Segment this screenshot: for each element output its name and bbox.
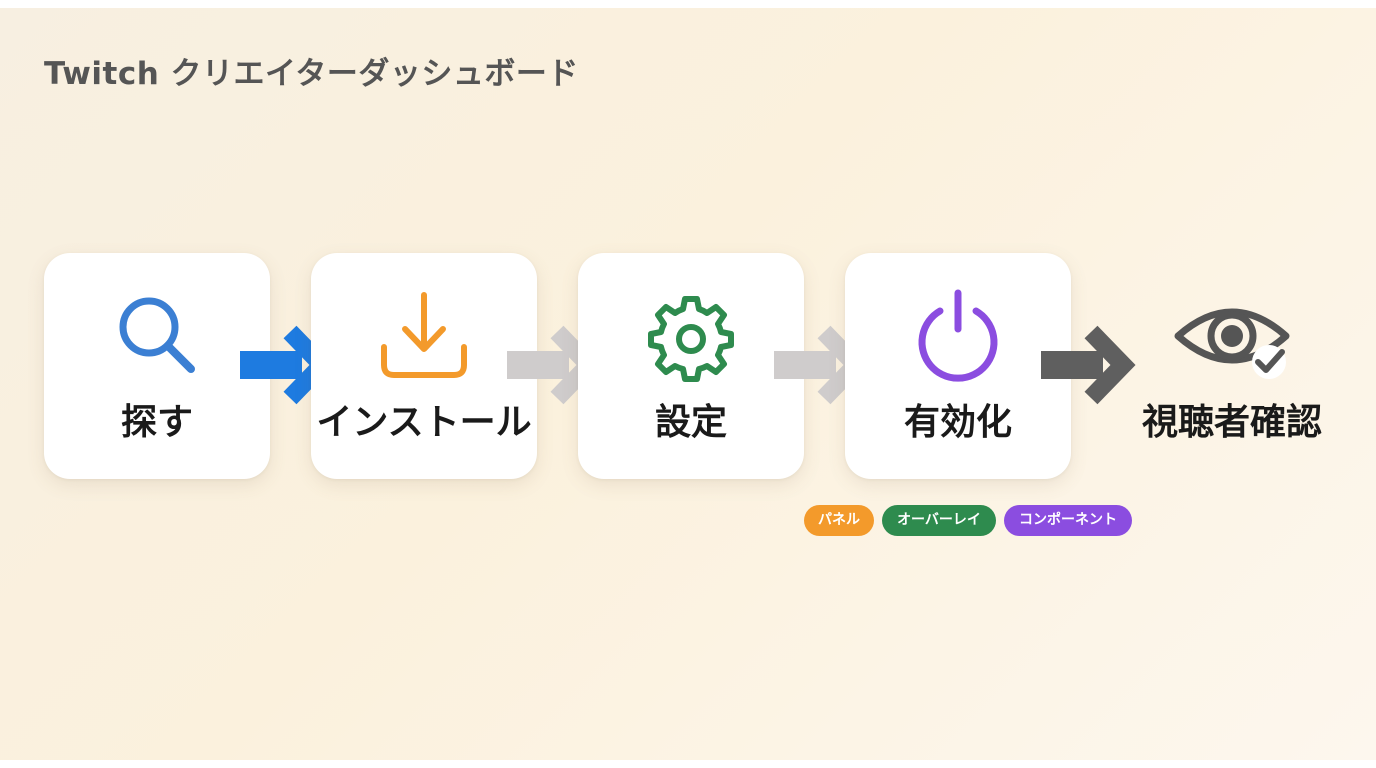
tag-overlay[interactable]: オーバーレイ xyxy=(882,505,996,536)
step-card-activate[interactable] xyxy=(845,253,1071,479)
step-label-viewer-check: 視聴者確認 xyxy=(1141,402,1322,443)
step-card-search[interactable] xyxy=(44,253,270,479)
search-icon xyxy=(109,289,205,385)
step-label-search: 探す xyxy=(120,402,193,443)
arrow-right-icon xyxy=(1039,322,1139,408)
step-label-settings: 設定 xyxy=(654,402,727,443)
page-title: Twitch クリエイターダッシュボード xyxy=(44,56,579,92)
step-card-install[interactable] xyxy=(311,253,537,479)
power-icon xyxy=(910,289,1006,385)
eye-check-icon xyxy=(1172,296,1292,386)
download-icon xyxy=(376,289,472,385)
top-border xyxy=(0,0,1376,8)
tag-component[interactable]: コンポーネント xyxy=(1004,505,1132,536)
tag-panel[interactable]: パネル xyxy=(804,505,874,536)
gear-icon xyxy=(643,289,739,385)
step-card-settings[interactable] xyxy=(578,253,804,479)
bottom-border xyxy=(0,760,1376,768)
step-label-install: インストール xyxy=(316,402,532,443)
step-label-activate: 有効化 xyxy=(903,402,1012,443)
